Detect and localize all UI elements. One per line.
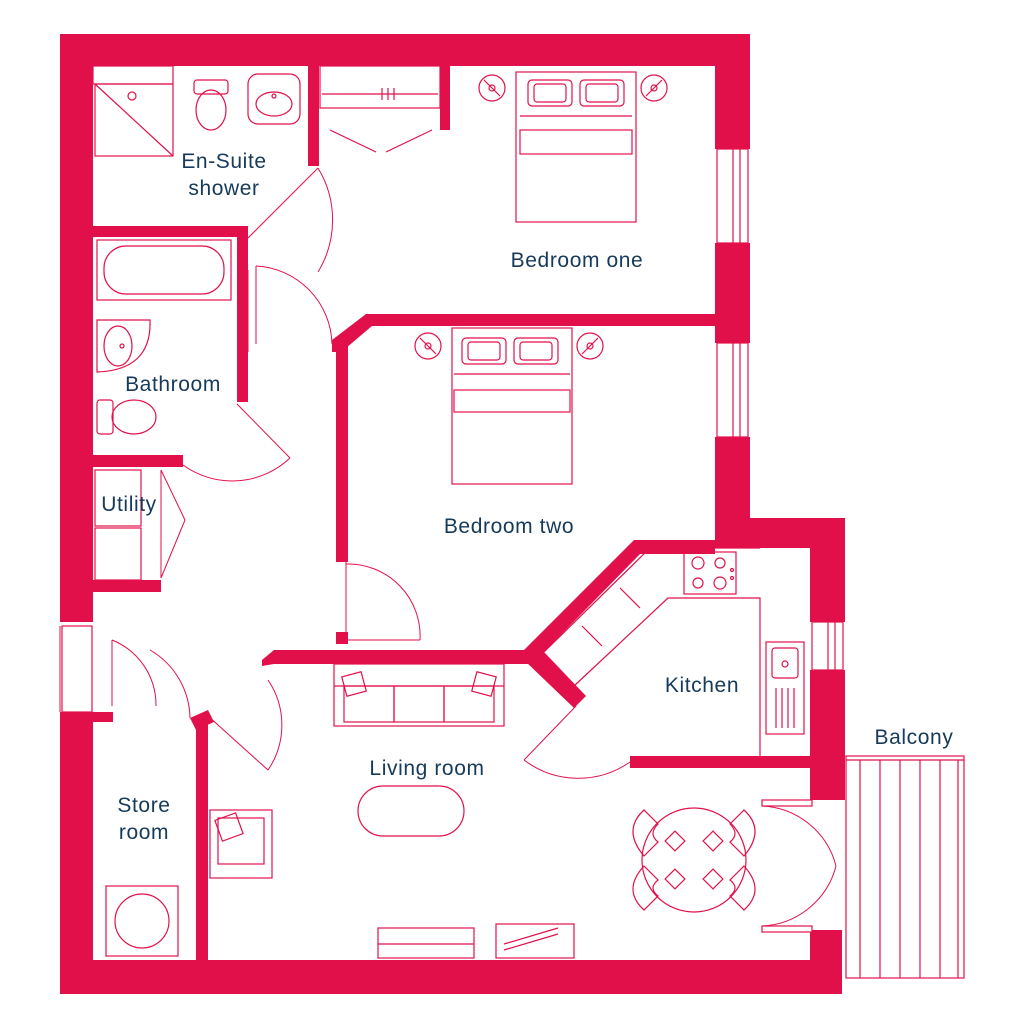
label-living-room: Living room (369, 757, 484, 780)
outer-wall-left-upper (60, 34, 93, 622)
kitchen-sink-icon (765, 641, 805, 735)
bath-icon (96, 239, 232, 301)
dining-chair-icon (632, 809, 659, 857)
ensuite-fixtures (94, 73, 301, 157)
wall-ensuite-door-post (308, 66, 319, 166)
dining-table-icon (641, 807, 747, 913)
door-swing-icon (160, 469, 186, 579)
label-store-line2: room (119, 821, 169, 844)
label-balcony: Balcony (875, 726, 954, 749)
lamp-icon (478, 74, 506, 102)
label-bedroom-two: Bedroom two (444, 515, 574, 538)
bedroom-two-furniture (414, 327, 604, 485)
bedroom-one-furniture (478, 71, 668, 223)
label-utility: Utility (101, 493, 157, 516)
wall-wardrobe-bed1 (440, 66, 450, 130)
wall-store-top (93, 712, 113, 722)
room-labels: En-Suite shower Bedroom one Bathroom Uti… (101, 150, 953, 844)
double-bed-icon (451, 327, 573, 485)
label-bathroom: Bathroom (125, 373, 221, 396)
wall-bath-utility (93, 455, 183, 467)
store-room-fixtures (105, 885, 179, 957)
window-icon (716, 342, 749, 438)
window-icon (92, 65, 174, 85)
wall-living-top (262, 650, 530, 666)
dining-chair-icon (632, 865, 659, 911)
sofa-icon (333, 663, 505, 727)
doors (59, 167, 837, 933)
door-swing-icon (247, 167, 334, 273)
tv-unit-icon (377, 927, 475, 959)
door-swing-icon (345, 562, 421, 641)
wall-bed2-door-post (336, 632, 348, 644)
lamp-icon (576, 332, 604, 360)
dining-furniture (632, 807, 756, 913)
washing-machine-icon (94, 469, 142, 527)
outer-wall-kitchen-right-low (810, 670, 845, 800)
door-swing-icon (247, 265, 333, 352)
lamp-icon (414, 332, 442, 360)
washing-machine-icon (105, 885, 179, 957)
wall-bed2-left (336, 340, 348, 562)
walls (60, 34, 845, 994)
label-store-line1: Store (117, 794, 170, 817)
label-kitchen: Kitchen (665, 674, 739, 697)
toilet-icon (193, 79, 229, 131)
windows (92, 65, 844, 671)
sink-icon (247, 73, 301, 125)
door-swing-icon (182, 403, 291, 482)
wall-bath-right (237, 226, 248, 402)
utility-fixtures (94, 469, 142, 581)
door-swing-icon (59, 625, 157, 713)
coffee-table-icon (357, 785, 465, 837)
label-ensuite-line2: shower (188, 177, 259, 200)
door-swing-icon (149, 649, 283, 771)
armchair-icon (209, 809, 273, 879)
window-icon (716, 148, 749, 244)
toilet-icon (96, 399, 157, 435)
wardrobe-icon (319, 65, 441, 153)
outer-wall-top (60, 34, 750, 66)
outer-wall-left-lower (60, 712, 93, 994)
double-bed-icon (515, 71, 637, 223)
door-swing-icon (761, 799, 837, 933)
lamp-icon (640, 74, 668, 102)
shower-tray-icon (94, 83, 174, 157)
living-furniture (209, 663, 575, 959)
wall-bed1-bed2 (332, 314, 750, 352)
wall-kitchen-bottom (630, 756, 845, 768)
dining-chair-icon (729, 809, 756, 857)
wall-store-corner (190, 710, 214, 730)
washing-machine-icon (94, 527, 142, 581)
balcony (845, 755, 965, 979)
kitchen-fixtures (543, 547, 805, 756)
outer-wall-kitchen-right (810, 518, 845, 622)
outer-wall-living-right (810, 930, 842, 994)
wall-ensuite-bath (93, 226, 248, 237)
label-ensuite-line1: En-Suite (181, 150, 266, 173)
hob-icon (683, 551, 737, 595)
outer-wall-right-mid (715, 243, 750, 343)
label-bedroom-one: Bedroom one (511, 249, 644, 272)
bathroom-fixtures (96, 239, 232, 435)
wall-utility-bottom (93, 580, 161, 592)
window-icon (811, 621, 844, 671)
dining-chair-icon (729, 865, 756, 911)
wall-store-right (196, 716, 208, 960)
sink-icon (96, 319, 151, 373)
outer-wall-bottom (60, 960, 842, 994)
door-swing-icon (523, 705, 631, 779)
outer-wall-right-top (715, 34, 750, 149)
wall-kitchen-diagonal (524, 540, 715, 708)
tv-unit-icon (495, 923, 575, 959)
